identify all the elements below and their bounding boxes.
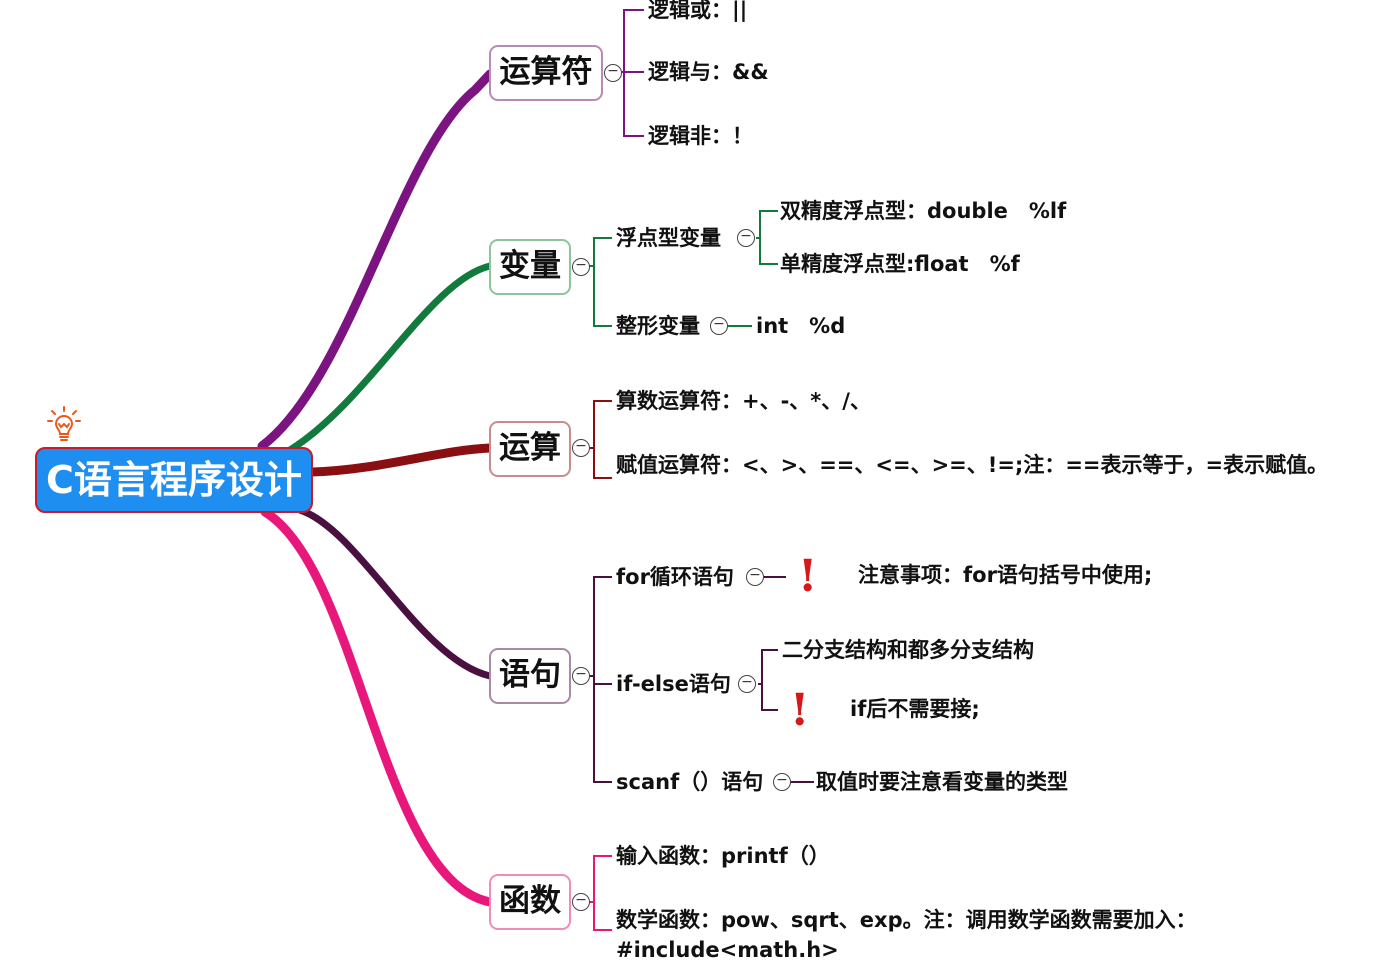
collapse-operators-button[interactable]: − — [604, 64, 622, 82]
leaf-int: int %d — [756, 314, 846, 338]
leaf-math-functions: 数学函数：pow、sqrt、exp。注：调用数学函数需要加入：#include<… — [616, 908, 1197, 962]
collapse-float-button[interactable]: − — [737, 229, 755, 247]
link-root-variables — [286, 262, 494, 454]
leaf-arithmetic-operators: 算数运算符：+、-、*、/、 — [616, 389, 871, 413]
branch-statements[interactable]: 语句 — [489, 648, 571, 704]
leaf-scanf-note: 取值时要注意看变量的类型 — [816, 770, 1068, 794]
link-root-operators — [257, 69, 495, 451]
bracket-arithmetic — [588, 400, 612, 479]
node-float-variables[interactable]: 浮点型变量 — [616, 226, 721, 250]
leaf-branch-structures: 二分支结构和都多分支结构 — [782, 638, 1034, 662]
collapse-statements-button[interactable]: − — [572, 667, 590, 685]
branch-operators[interactable]: 运算符 — [489, 45, 603, 101]
leaf-input-function: 输入函数：printf（） — [616, 844, 830, 868]
exclamation-icon: ! — [790, 685, 810, 736]
collapse-int-button[interactable]: − — [710, 317, 728, 335]
node-int-variables[interactable]: 整形变量 — [616, 314, 700, 338]
collapse-arithmetic-button[interactable]: − — [572, 439, 590, 457]
node-for-loop[interactable]: for循环语句 — [616, 565, 734, 589]
bracket-operators — [620, 9, 644, 137]
node-if-else[interactable]: if-else语句 — [616, 672, 731, 696]
bracket-statements — [588, 576, 814, 783]
leaf-logical-and: 逻辑与：&& — [648, 60, 769, 84]
collapse-functions-button[interactable]: − — [572, 893, 590, 911]
collapse-if-else-button[interactable]: − — [738, 675, 756, 693]
leaf-for-note: 注意事项：for语句括号中使用; — [858, 563, 1153, 587]
leaf-float: 单精度浮点型:float %f — [780, 252, 1020, 276]
leaf-double: 双精度浮点型：double %lf — [780, 199, 1067, 223]
link-root-functions — [260, 507, 495, 907]
leaf-logical-not: 逻辑非：！ — [648, 124, 753, 148]
branch-functions[interactable]: 函数 — [489, 874, 571, 930]
exclamation-icon: ! — [798, 551, 818, 602]
leaf-logical-or: 逻辑或：|| — [648, 0, 748, 22]
leaf-if-note: if后不需要接; — [850, 697, 980, 721]
bracket-functions — [588, 855, 612, 931]
node-scanf[interactable]: scanf（）语句 — [616, 770, 764, 794]
root-topic[interactable]: C语言程序设计 — [35, 447, 313, 513]
lightbulb-icon — [47, 406, 81, 441]
collapse-scanf-button[interactable]: − — [773, 773, 791, 791]
leaf-assignment-operators: 赋值运算符：<、>、==、<=、>=、!=;注：==表示等于，=表示赋值。 — [616, 453, 1329, 477]
link-root-statements — [296, 506, 494, 680]
collapse-variables-button[interactable]: − — [572, 258, 590, 276]
branch-arithmetic[interactable]: 运算 — [489, 421, 571, 477]
bracket-variables — [588, 210, 778, 327]
collapse-for-button[interactable]: − — [746, 568, 764, 586]
branch-variables[interactable]: 变量 — [489, 239, 571, 295]
link-root-arithmetic — [307, 443, 495, 477]
